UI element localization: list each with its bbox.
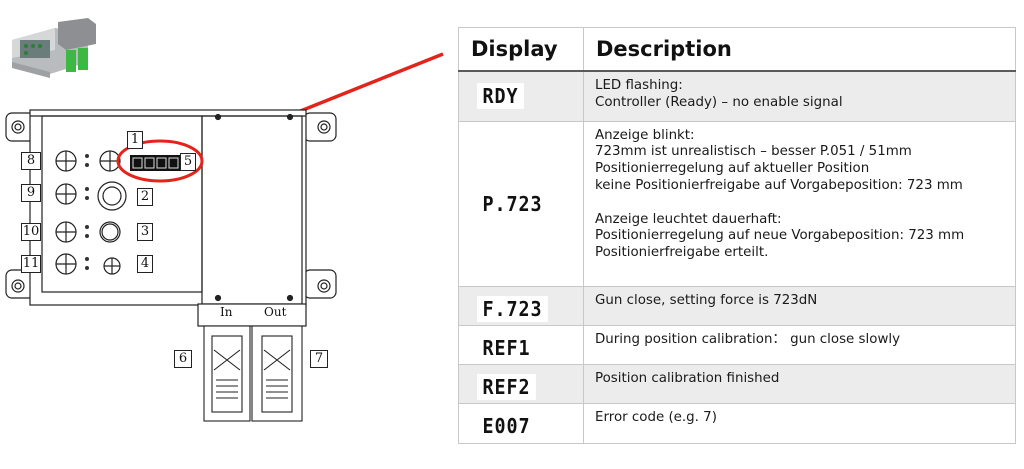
segment-code: REF1 (477, 334, 537, 361)
knob-8 (55, 150, 77, 172)
description-cell: Position calibration finished (583, 363, 1016, 404)
callout-4: 4 (137, 255, 153, 273)
table-row: RDY LED flashing:Controller (Ready) – no … (458, 70, 1016, 122)
port-label-out: Out (264, 305, 287, 319)
port-label-in: In (220, 305, 233, 319)
product-thumbnail (12, 18, 96, 78)
callout-7: 7 (310, 350, 328, 368)
callout-11: 11 (21, 255, 41, 273)
description-cell: During position calibration： gun close s… (583, 324, 1016, 365)
callout-3: 3 (137, 223, 153, 241)
table-header-row: Display Description (458, 27, 1016, 72)
button-3 (99, 221, 121, 243)
description-cell: Gun close, setting force is 723dN (583, 285, 1016, 326)
display-cell: E007 (458, 402, 584, 444)
knob-4 (103, 257, 121, 275)
highlight-ring (116, 139, 204, 183)
table-row: E007 Error code (e.g. 7) (458, 402, 1016, 444)
segment-code: F.723 (477, 295, 549, 322)
description-line: 723mm ist unrealistisch – besser P.051 /… (595, 144, 912, 160)
knob-10 (55, 221, 77, 243)
description-line: keine Positionierfreigabe auf Vorgabepos… (595, 177, 963, 193)
description-line: Controller (Ready) – no enable signal (595, 94, 843, 110)
callout-10: 10 (21, 223, 41, 241)
knob-9 (55, 183, 77, 205)
description-line: During position calibration： gun close s… (595, 331, 901, 347)
description-line: Position calibration finished (595, 370, 780, 386)
table-row: P.723 Anzeige blinkt:723mm ist unrealisti… (458, 120, 1016, 287)
display-cell: P.723 (458, 120, 584, 287)
description-gap (595, 195, 1005, 212)
segment-code: REF2 (477, 373, 537, 400)
callout-6: 6 (174, 350, 192, 368)
device-figure: 1 5 2 3 4 8 9 10 11 6 7 In Out (0, 0, 460, 465)
description-cell: Anzeige blinkt:723mm ist unrealistisch –… (583, 120, 1016, 287)
segment-code: P.723 (477, 190, 549, 217)
description-line: Gun close, setting force is 723dN (595, 292, 818, 308)
status-leds (85, 154, 89, 270)
header-display: Display (458, 27, 584, 72)
display-cell: RDY (458, 70, 584, 122)
display-cell: REF2 (458, 363, 584, 404)
callout-2: 2 (137, 188, 153, 206)
connector-2 (97, 181, 127, 211)
description-line: LED flashing: (595, 78, 683, 93)
table-row: REF2 Position calibration finished (458, 363, 1016, 404)
description-cell: Error code (e.g. 7) (583, 402, 1016, 444)
display-code-table: Display Description RDY LED flashing:Cont… (458, 27, 1016, 444)
controller-drawing (5, 18, 444, 422)
description-cell: LED flashing:Controller (Ready) – no ena… (583, 70, 1016, 122)
description-line: Anzeige leuchtet dauerhaft: (595, 211, 782, 227)
bottom-connectors (203, 325, 303, 422)
description-line: Anzeige blinkt: (595, 127, 695, 143)
segment-code: RDY (477, 83, 525, 109)
segment-code: E007 (477, 412, 537, 439)
display-cell: F.723 (458, 285, 584, 326)
description-line: Positionierregelung auf aktueller Positi… (595, 161, 870, 177)
callout-1: 1 (127, 131, 143, 149)
callout-8: 8 (21, 152, 41, 170)
knobs (55, 150, 127, 275)
description-line: Positionierfreigabe erteilt. (595, 245, 769, 261)
description-line: Positionierregelung auf neue Vorgabeposi… (595, 228, 965, 244)
callout-9: 9 (21, 184, 41, 202)
header-description: Description (583, 27, 1016, 72)
knob-11 (55, 253, 77, 275)
segment-display (130, 155, 180, 171)
description-line: Error code (e.g. 7) (595, 409, 717, 425)
table-body: RDY LED flashing:Controller (Ready) – no … (458, 70, 1016, 444)
display-cell: REF1 (458, 324, 584, 365)
knob-top (99, 150, 121, 172)
table-row: REF1 During position calibration： gun clo… (458, 324, 1016, 365)
table-row: F.723 Gun close, setting force is 723dN (458, 285, 1016, 326)
callout-5: 5 (180, 153, 196, 171)
